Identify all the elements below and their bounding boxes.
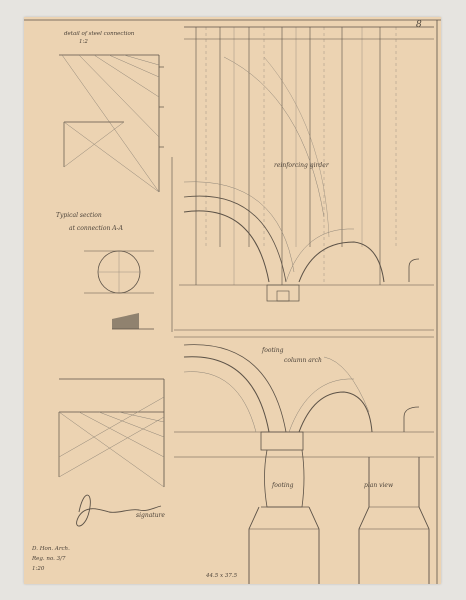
stamp-line2: Reg. no. 3/7	[31, 556, 66, 562]
signature-text: signature	[136, 512, 165, 519]
architectural-drawing: 8 detail of steel connection 1:2	[24, 19, 441, 584]
datum-lines	[174, 26, 434, 458]
page-number: 8	[416, 20, 422, 30]
stamp-line1: D. Hon. Arch.	[31, 546, 70, 552]
elevation-guides	[195, 27, 397, 285]
mid-elevation-label: footing	[261, 347, 284, 354]
detail-center-left: Typical section at connection A-A	[56, 212, 154, 294]
mid-elevation-label2: column arch	[284, 357, 322, 364]
detail-top-scale: 1:2	[79, 39, 88, 45]
detail-center-note: at connection A-A	[69, 225, 124, 232]
detail-bottom-left	[58, 378, 165, 488]
upper-elevation-label: reinforcing girder	[274, 162, 330, 169]
bottom-dimension: 44.5 x 37.5	[205, 573, 238, 579]
lower-arches: footing column arch	[183, 344, 420, 433]
drawing-sheet: 8 detail of steel connection 1:2	[24, 17, 441, 584]
hatch-block	[112, 313, 154, 330]
detail-top-left: detail of steel connection 1:2	[59, 31, 164, 193]
upper-arches: reinforcing girder	[183, 56, 420, 302]
stamp-line3: 1:20	[32, 566, 45, 572]
base-label-right: plan view	[364, 482, 394, 489]
signature-mark: signature	[76, 494, 165, 527]
detail-center-label: Typical section	[56, 212, 102, 219]
column-base: footing plan view	[248, 431, 430, 584]
detail-top-label: detail of steel connection	[64, 31, 135, 37]
base-label-left: footing	[271, 482, 294, 489]
stamp: D. Hon. Arch. Reg. no. 3/7 1:20	[31, 546, 70, 572]
